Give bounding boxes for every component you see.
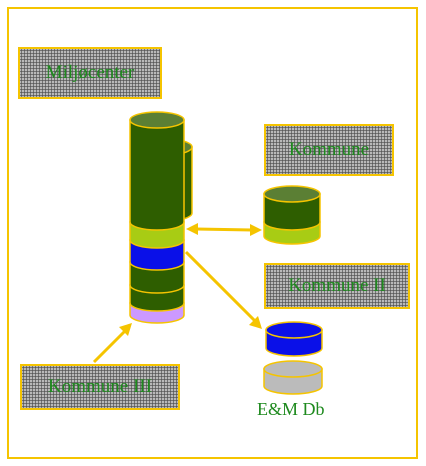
central-stack xyxy=(129,111,185,324)
arrows xyxy=(92,223,262,364)
segment-green-3 xyxy=(129,261,185,294)
double-arrow-kommune xyxy=(195,227,253,232)
arrow-from-kommune-iii xyxy=(92,329,127,364)
segment-green-1 xyxy=(129,119,185,231)
label-kommune-ii: Kommune II xyxy=(264,263,410,309)
arrow-to-em-db xyxy=(184,250,257,323)
em-database xyxy=(263,321,323,395)
label-kommune: Kommune xyxy=(264,124,394,176)
kommune-ii-connectors xyxy=(322,308,344,378)
label-miljocenter: Miljøcenter xyxy=(18,47,162,99)
kommune-connectors xyxy=(320,177,344,238)
label-kommune-iii: Kommune III xyxy=(20,364,180,410)
miljocenter-connectors xyxy=(91,100,130,301)
kommune-database xyxy=(263,185,321,245)
central-top-cap xyxy=(129,111,185,129)
label-em-db: E&M Db xyxy=(257,399,325,419)
outer-frame xyxy=(7,7,418,459)
